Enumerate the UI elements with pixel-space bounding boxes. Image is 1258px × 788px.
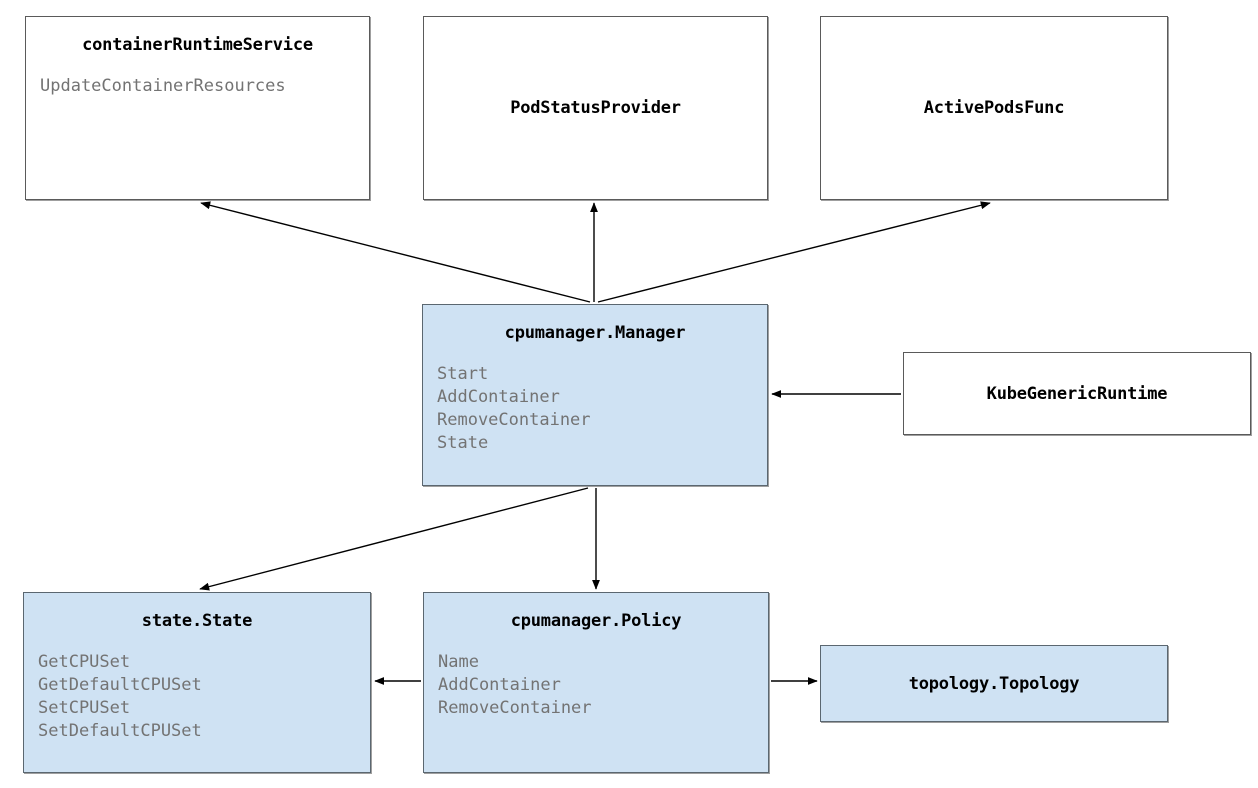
node-topologyTopology[interactable]: topology.Topology <box>820 645 1168 722</box>
node-title: cpumanager.Policy <box>510 611 682 631</box>
node-member: State <box>437 433 489 453</box>
node-title: cpumanager.Manager <box>504 323 686 343</box>
node-ActivePodsFunc[interactable]: ActivePodsFunc <box>820 16 1168 200</box>
edge-manager-to-activePodsFunc <box>597 201 991 303</box>
node-member: AddContainer <box>438 675 561 695</box>
node-title: ActivePodsFunc <box>923 98 1065 118</box>
node-member-list: UpdateContainerResources <box>26 75 369 98</box>
node-member: GetCPUSet <box>38 652 131 672</box>
node-member: Start <box>437 364 489 384</box>
node-member: RemoveContainer <box>437 410 591 430</box>
node-member: GetDefaultCPUSet <box>38 675 202 695</box>
node-KubeGenericRuntime[interactable]: KubeGenericRuntime <box>903 352 1251 435</box>
node-member: RemoveContainer <box>438 698 592 718</box>
node-member: SetDefaultCPUSet <box>38 721 202 741</box>
edge-manager-to-containerRuntimeService <box>200 201 591 303</box>
node-member: Name <box>438 652 479 672</box>
node-title: state.State <box>141 611 253 631</box>
node-member: SetCPUSet <box>38 698 131 718</box>
node-title: PodStatusProvider <box>510 98 681 118</box>
edge-manager-to-stateState <box>199 487 589 591</box>
node-title: KubeGenericRuntime <box>986 383 1168 404</box>
node-title: topology.Topology <box>908 673 1080 694</box>
node-title: containerRuntimeService <box>82 35 313 55</box>
node-PodStatusProvider[interactable]: PodStatusProvider <box>423 16 768 200</box>
node-member: UpdateContainerResources <box>40 76 286 96</box>
node-member: AddContainer <box>437 387 560 407</box>
